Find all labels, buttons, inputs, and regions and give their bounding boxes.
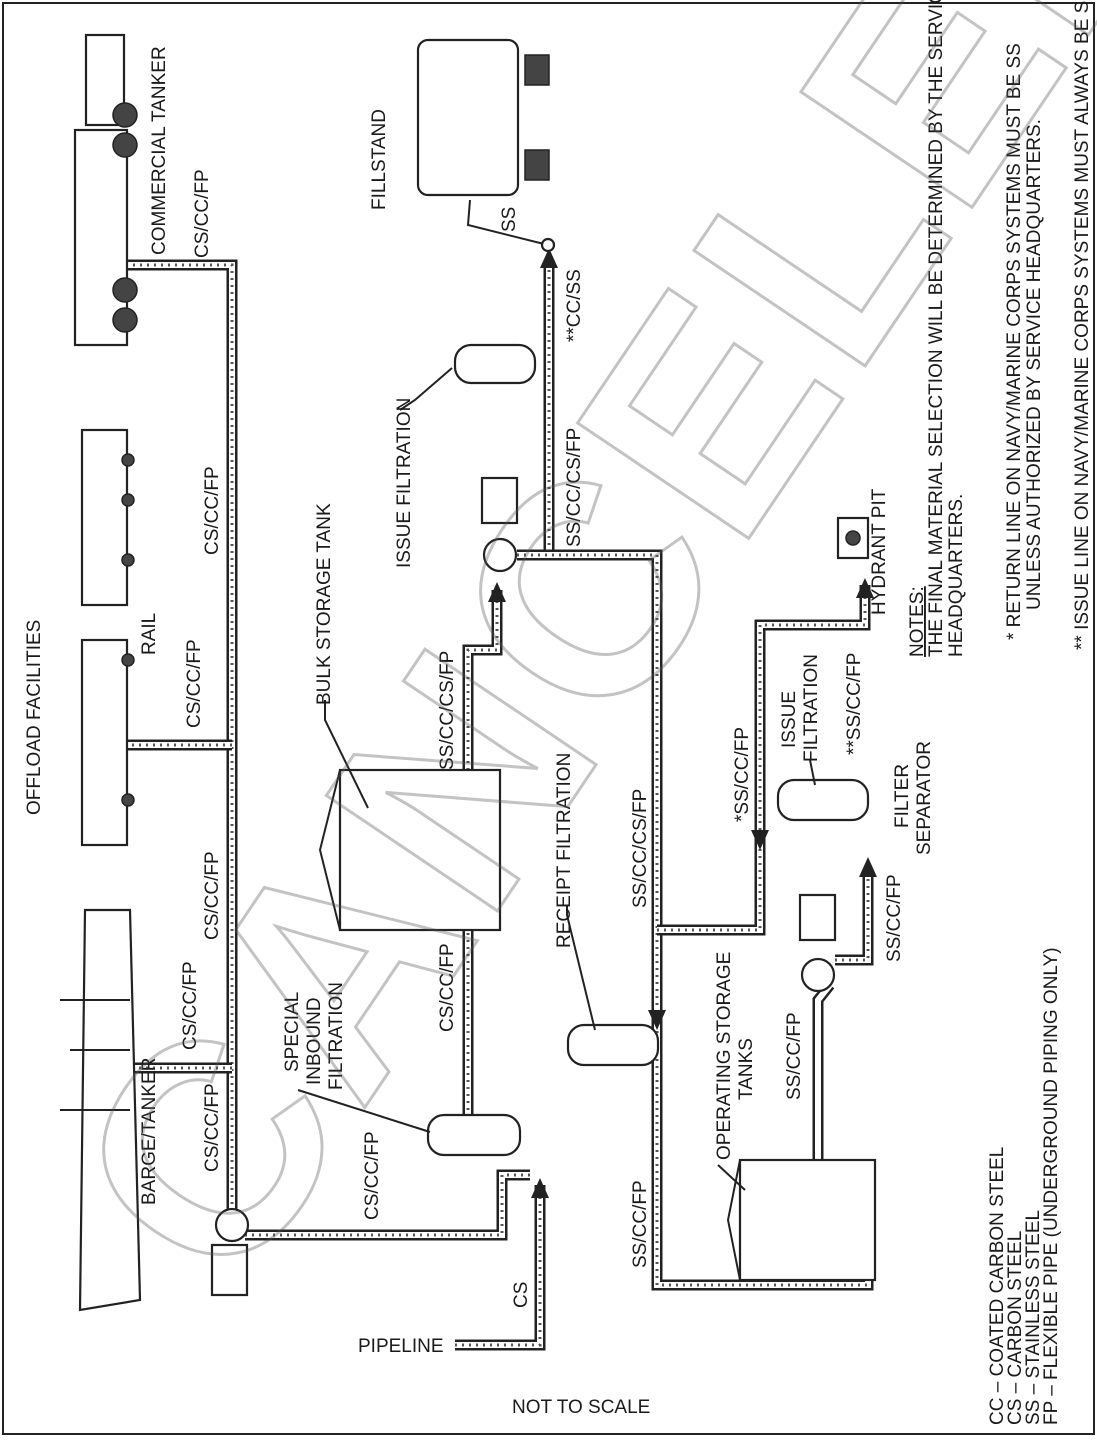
rail-car-icon: [80, 428, 135, 847]
pipe-label-tank-outlet: SS/CC/CS/FP: [437, 651, 458, 770]
pipe-label-hydrant: **SS/CC/FP: [844, 653, 865, 755]
canceled-watermark: CANCELED: [10, 0, 1097, 1336]
pipe-label-rail: CS/CC/FP: [184, 639, 205, 728]
note-main-line-1: THE FINAL MATERIAL SELECTION WILL BE DET…: [926, 0, 947, 657]
legend-cs: CS – CARBON STEEL: [1005, 1231, 1026, 1425]
pipeline-label: PIPELINE: [358, 1336, 444, 1357]
pump-icon: [210, 1207, 250, 1297]
special-inbound-label-3: FILTRATION: [326, 982, 347, 1090]
inbound-filter-icon: [426, 1113, 522, 1157]
note-star-line-2: UNLESS AUTHORIZED BY SERVICE HEADQUARTER…: [1024, 119, 1045, 610]
operating-pump-icon: [798, 893, 837, 993]
note-star-line-1: * RETURN LINE ON NAVY/MARINE CORPS SYSTE…: [1004, 43, 1025, 640]
pipe-label-main-lower: CS/CC/FP: [202, 1083, 223, 1172]
rail-label: RAIL: [139, 613, 160, 655]
pipe-label-pump-separator: SS/CC/FP: [884, 874, 905, 962]
pipe-label-lower-loop: SS/CC/FP: [630, 1180, 651, 1268]
pipe-label-tank-pump: SS/CC/FP: [784, 1012, 805, 1100]
notes-block: NOTES: THE FINAL MATERIAL SELECTION WILL…: [907, 0, 1093, 657]
flow-arrows: [488, 248, 877, 1198]
hydrant-pit-icon: [836, 516, 870, 560]
hydrant-pit-label: HYDRANT PIT: [869, 488, 890, 615]
special-inbound-label-2: INBOUND: [304, 997, 325, 1085]
barge-tanker-label: BARGE/TANKER: [139, 1058, 160, 1205]
special-inbound-label-1: SPECIAL: [282, 992, 303, 1072]
pipe-label-to-fillstand: **CC/SS: [564, 269, 585, 342]
pipe-label-receipt: SS/CC/CS/FP: [630, 789, 651, 908]
filter-separator-label-1: FILTER: [892, 764, 913, 828]
operating-storage-label-1: OPERATING STORAGE: [714, 952, 735, 1160]
receipt-filter-icon: [566, 1023, 660, 1067]
commercial-tanker-label: COMMERCIAL TANKER: [149, 46, 170, 255]
legend-cc: CC – COATED CARBON STEEL: [987, 1147, 1008, 1425]
bulk-storage-tank-icon: [318, 768, 502, 932]
issue-filter-icon: [453, 343, 537, 385]
pipe-label-fillstand-arm: SS: [499, 207, 520, 232]
legend-fp: FP – FLEXIBLE PIPE (UNDERGROUND PIPING O…: [1041, 947, 1062, 1425]
barge-tanker-icon: [60, 908, 142, 1312]
note-main-line-2: HEADQUARTERS.: [946, 494, 967, 657]
pipe-label-inbound: CS/CC/FP: [362, 1131, 383, 1220]
pipe-label-pipeline: CS: [511, 1282, 532, 1308]
pipe-label-barge: CS/CC/FP: [180, 961, 201, 1050]
leader-lines: [297, 367, 816, 1191]
pipe-label-main-mid: CS/CC/FP: [202, 851, 223, 940]
pipe-label-main-upper: CS/CC/FP: [202, 466, 223, 555]
bulk-storage-tank-label: BULK STORAGE TANK: [314, 503, 335, 705]
legend-ss: SS – STAINLESS STEEL: [1023, 1210, 1044, 1425]
note-double-star: ** ISSUE LINE ON NAVY/MARINE CORPS SYSTE…: [1072, 0, 1093, 650]
commercial-tanker-icon: [73, 33, 138, 347]
material-legend: CC – COATED CARBON STEEL CS – CARBON STE…: [987, 947, 1062, 1425]
fillstand-truck-icon: [416, 38, 556, 253]
receipt-filtration-label: RECEIPT FILTRATION: [554, 753, 575, 948]
issue-filtration-label: ISSUE FILTRATION: [394, 398, 415, 568]
operating-storage-label-2: TANKS: [736, 1038, 757, 1100]
not-to-scale-label: NOT TO SCALE: [512, 1397, 650, 1418]
pipe-label-issue-main: SS/CC/CS/FP: [564, 428, 585, 547]
pipe-label-return: *SS/CC/FP: [732, 727, 753, 822]
operating-storage-tank-icon: [726, 1158, 877, 1282]
pipe-label-tanker: CS/CC/FP: [192, 169, 213, 258]
offload-facilities-label: OFFLOAD FACILITIES: [24, 620, 45, 815]
filter-separator-label-2: SEPARATOR: [914, 741, 935, 855]
fillstand-label: FILLSTAND: [369, 109, 390, 210]
issue-filtration-lower-label-2: FILTRATION: [801, 654, 822, 762]
notes-heading: NOTES:: [907, 586, 928, 657]
pipe-label-tank-inlet: CS/CC/FP: [437, 943, 458, 1032]
filter-separator-icon: [776, 778, 870, 822]
issue-filtration-lower-label-1: ISSUE: [779, 691, 800, 748]
issue-pump-icon: [480, 476, 519, 573]
